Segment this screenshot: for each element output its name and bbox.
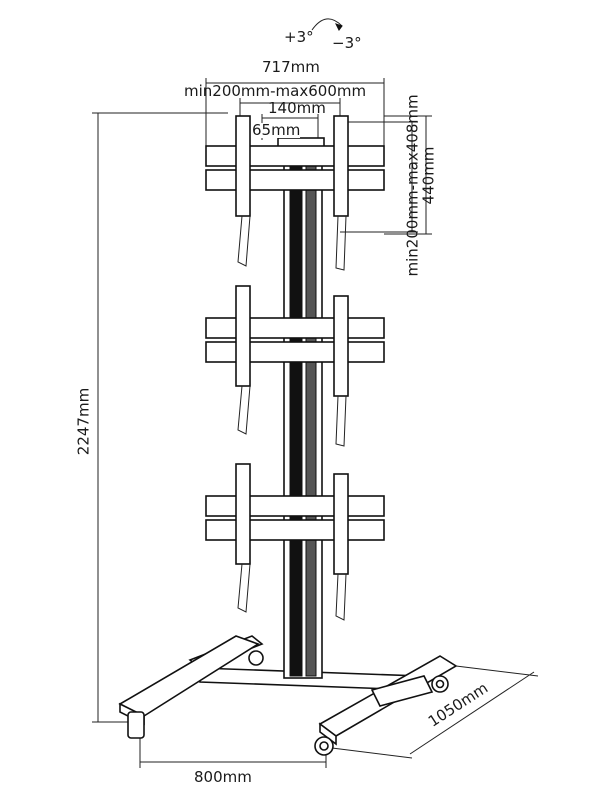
vesa-vertical-label: min200mm-max408mm (403, 94, 422, 277)
tilt-plus-label: +3° (284, 28, 314, 46)
total-height-label: 2247mm (74, 387, 93, 456)
overall-width-label: 717mm (262, 58, 320, 76)
inner-width-label: 140mm (268, 99, 326, 117)
tilt-arrow-icon (311, 18, 343, 31)
bracket-height-label: 440mm (419, 146, 438, 205)
mount-assembly-middle (205, 285, 385, 447)
base-width-label: 800mm (194, 768, 252, 786)
mount-assembly-top (205, 115, 385, 271)
vesa-horizontal-label: min200mm-max600mm (184, 82, 367, 100)
tilt-minus-label: −3° (332, 34, 362, 52)
small-offset-label: 65mm (252, 121, 301, 139)
mount-assembly-bottom (205, 463, 385, 621)
stand-base (118, 635, 458, 756)
central-column (277, 137, 325, 679)
